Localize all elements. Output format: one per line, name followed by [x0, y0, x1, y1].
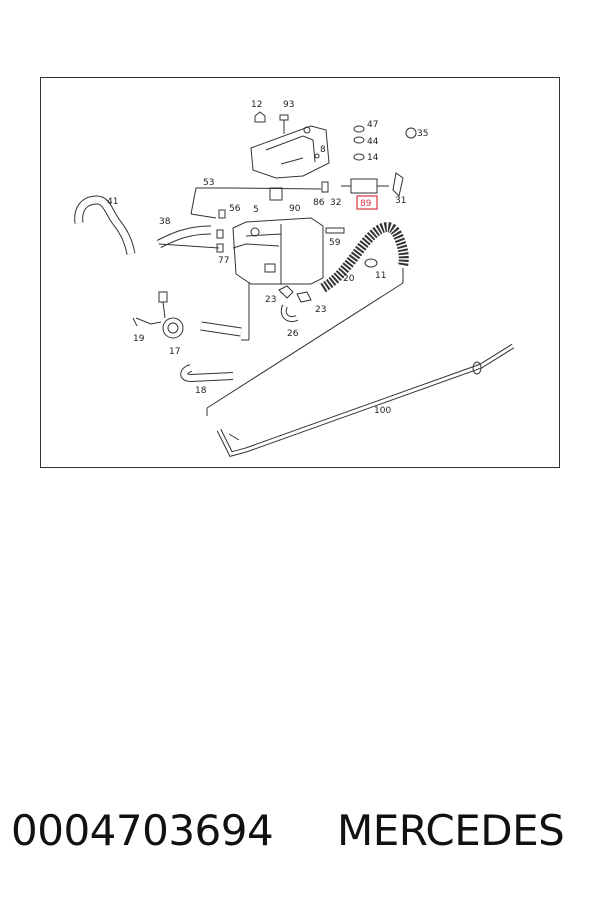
- heater-unit-part: [232, 217, 324, 285]
- valve-part: [132, 291, 184, 339]
- fuel-line-part: [190, 187, 345, 253]
- clamp-parts: [278, 285, 312, 322]
- callout-100: 100: [374, 406, 391, 416]
- callout-41: 41: [107, 197, 118, 207]
- callout-93: 93: [283, 100, 294, 110]
- callout-8: 8: [320, 145, 326, 155]
- bracket-part: [250, 125, 330, 179]
- callout-89-highlighted: 89: [360, 199, 372, 209]
- callout-86: 86: [313, 198, 325, 208]
- callout-14: 14: [367, 153, 379, 163]
- callout-32: 32: [330, 198, 341, 208]
- washer-stack-part: [353, 125, 417, 161]
- callout-23-right: 23: [315, 305, 326, 315]
- exhaust-hose-part: [320, 222, 409, 293]
- callout-31: 31: [395, 196, 406, 206]
- parts-diagram: 12 93 47 44 14 35 8 53 86 32 89 31 41 56…: [40, 77, 560, 468]
- hose-part-38: [156, 225, 220, 249]
- callout-17: 17: [169, 347, 180, 357]
- callout-35: 35: [417, 129, 428, 139]
- callout-77: 77: [218, 256, 229, 266]
- callout-19: 19: [133, 334, 145, 344]
- callout-12: 12: [251, 100, 262, 110]
- highlight-box: [356, 195, 378, 210]
- callout-5: 5: [253, 205, 259, 215]
- callout-20: 20: [343, 274, 355, 284]
- callout-56: 56: [229, 204, 241, 214]
- parts-diagram-drawing: 12 93 47 44 14 35 8 53 86 32 89 31 41 56…: [74, 100, 515, 457]
- callout-44: 44: [367, 137, 379, 147]
- callout-90: 90: [289, 204, 301, 214]
- callout-18: 18: [195, 386, 207, 396]
- hose-part-18: [180, 321, 242, 383]
- callout-11: 11: [375, 271, 386, 281]
- part-number: 0004703694: [11, 806, 274, 855]
- callout-23-left: 23: [265, 295, 276, 305]
- leader-lines: [206, 268, 404, 416]
- callout-59: 59: [329, 238, 341, 248]
- callout-26: 26: [287, 329, 299, 339]
- long-pipe-part: [216, 343, 515, 457]
- callout-38: 38: [159, 217, 171, 227]
- callout-47: 47: [367, 120, 378, 130]
- footer: 0004703694 MERCEDES: [0, 796, 600, 866]
- coolant-hose-part: [74, 195, 136, 255]
- callout-53: 53: [203, 178, 214, 188]
- brand-name: MERCEDES: [337, 806, 565, 855]
- bolt-part: [254, 111, 289, 134]
- callout-labels: 12 93 47 44 14 35 8 53 86 32 89 31 41 56…: [107, 100, 428, 416]
